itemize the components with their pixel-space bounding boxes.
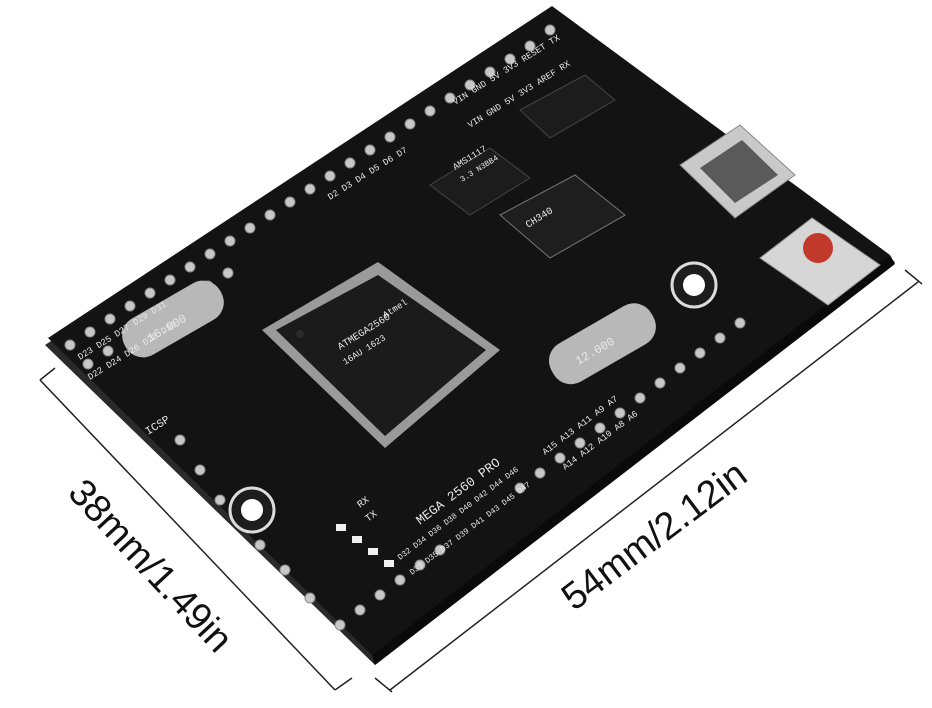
mounting-hole-top: [670, 261, 718, 309]
header-pads-bottom: [174, 317, 746, 631]
regulator-right: [519, 74, 616, 139]
crystal-left: [122, 280, 224, 358]
mcu-chip: [262, 262, 500, 448]
crystal-right: [548, 303, 656, 385]
leds: [336, 524, 394, 567]
reset-button-cap[interactable]: [803, 233, 833, 263]
length-dimension-line: [374, 269, 923, 693]
regulator-left: [429, 147, 531, 216]
reset-button[interactable]: [759, 217, 881, 306]
usb-chip: [499, 174, 626, 259]
mounting-hole-bottom: [228, 486, 276, 534]
width-dimension-line: [39, 367, 353, 691]
usb-port: [679, 124, 796, 219]
